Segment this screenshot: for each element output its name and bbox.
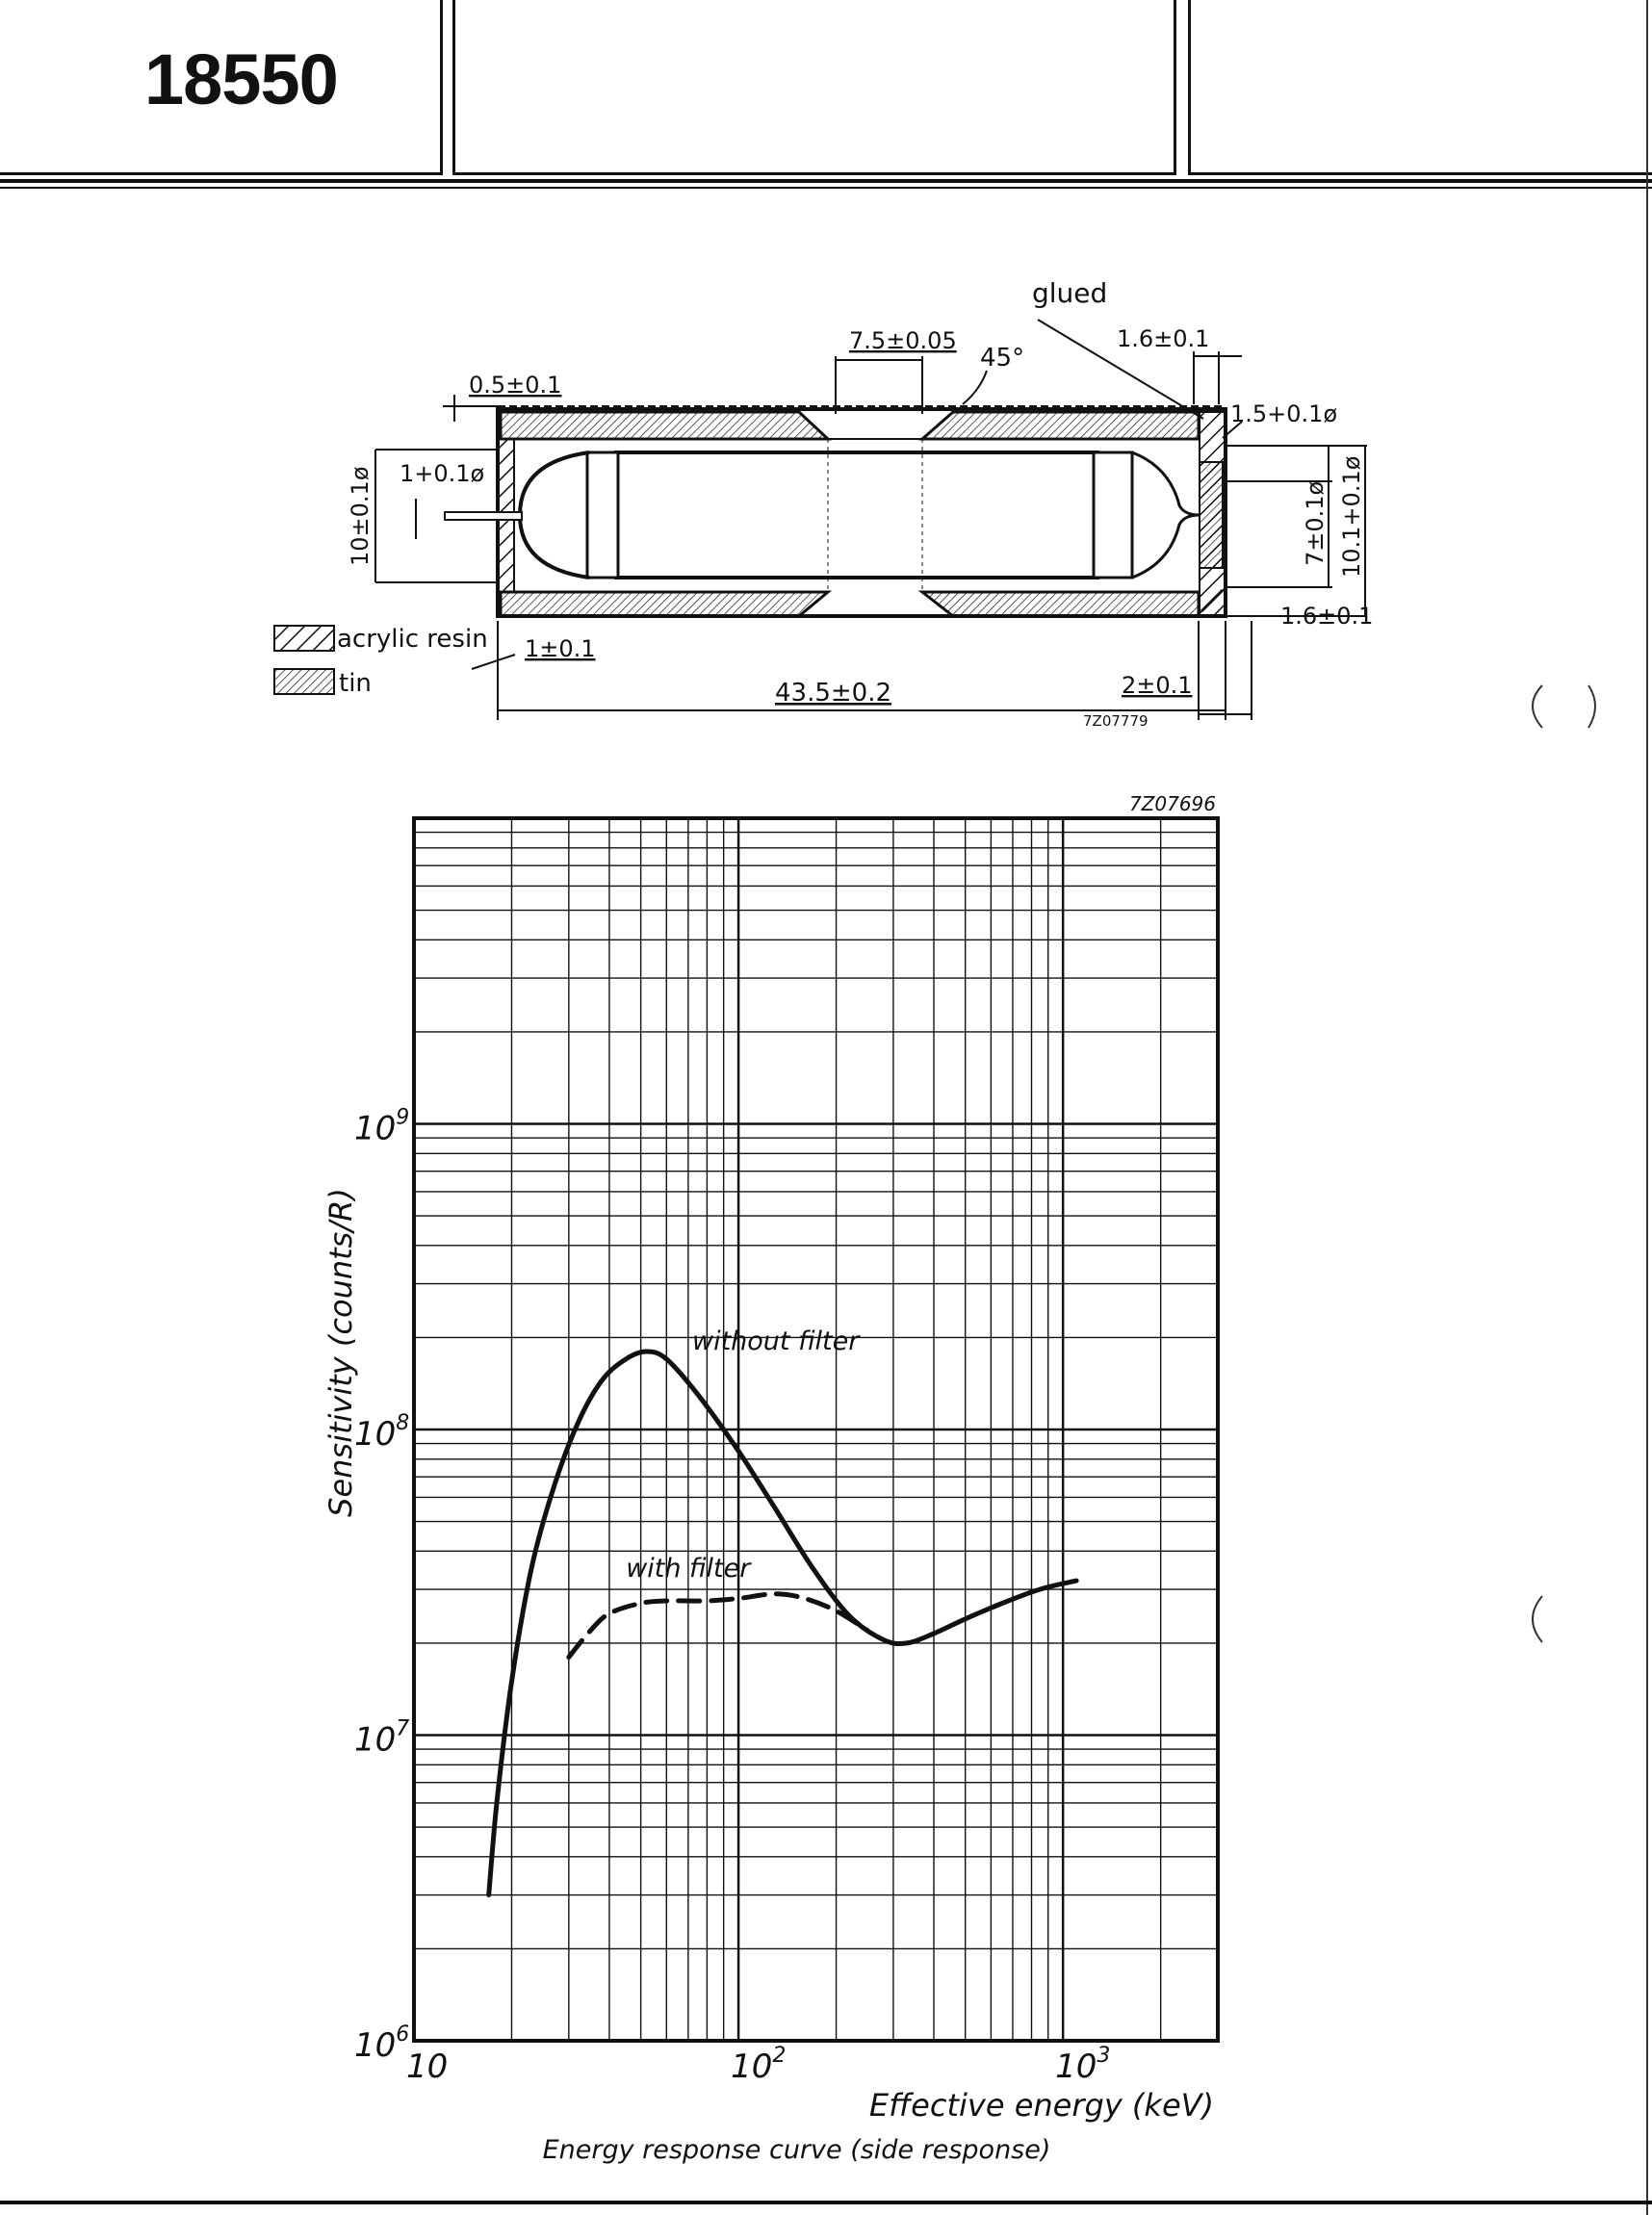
- chart-grid: [412, 816, 1219, 2043]
- dim-end: 2±0.1: [1122, 672, 1193, 699]
- bottom-wall-left: [499, 590, 833, 618]
- dim-bottom-left: 1±0.1: [525, 635, 596, 662]
- y-tick-label: 107: [354, 1717, 409, 1760]
- top-wall-right: [918, 410, 1200, 441]
- legend-tin-label: tin: [339, 669, 372, 698]
- dim-right-dia3: 10.1+0.1ø: [1338, 456, 1365, 578]
- plot-frame: [412, 816, 1220, 2043]
- dim-right-dia2: 7±0.1ø: [1302, 481, 1329, 566]
- left-pin: [444, 511, 523, 521]
- series-label-with-filter: with filter: [626, 1554, 752, 1584]
- dim-top-right: 1.6±0.1: [1117, 325, 1209, 352]
- legend-tin-swatch: [273, 668, 335, 695]
- page-title: 18550: [144, 39, 339, 119]
- header-rule-thin: [0, 187, 1652, 189]
- punch-hole-upper: [1532, 684, 1543, 729]
- dim-length: 43.5±0.2: [775, 679, 891, 708]
- header-box-left: [0, 0, 443, 175]
- chart-ticks: 10 102 103 106 107 108 109: [354, 1106, 1110, 2087]
- right-page-edge: [1646, 0, 1648, 2215]
- x-tick-label: 103: [1055, 2044, 1110, 2086]
- dim-pin-dia: 1+0.1ø: [400, 460, 484, 487]
- header-rule: [0, 179, 1652, 183]
- series-line-without-filter: [486, 1349, 1079, 1897]
- series-line-with-filter: [566, 1591, 870, 1660]
- dim-right-lower: 1.6±0.1: [1280, 603, 1373, 630]
- chart-curves: [486, 1349, 1079, 1897]
- punch-holes: [1532, 684, 1596, 1643]
- chart-ref: 7Z07696: [1129, 792, 1216, 815]
- bottom-rule: [0, 2201, 1652, 2204]
- y-tick-label: 108: [354, 1411, 409, 1454]
- drawing-ref: 7Z07779: [1083, 712, 1149, 730]
- bottom-wall-right: [917, 590, 1200, 618]
- legend-acrylic-label: acrylic resin: [337, 625, 488, 654]
- top-wall-left: [499, 410, 832, 441]
- dim-right-dia1: 1.5+0.1ø: [1230, 400, 1337, 427]
- energy-response-chart: 10 102 103 106 107 108 109 7Z07696 Sensitivity…: [323, 792, 1220, 2165]
- y-tick-label: 106: [354, 2022, 409, 2065]
- dim-angle: 45°: [980, 344, 1024, 373]
- chart-caption: Energy response curve (side response): [543, 2135, 1051, 2165]
- dim-wall: 0.5±0.1: [469, 372, 561, 399]
- dim-glued: glued: [1032, 277, 1107, 309]
- legend-acrylic-swatch: [273, 625, 335, 652]
- x-tick-label: 102: [731, 2044, 786, 2086]
- dim-left-dia: 10±0.1ø: [347, 467, 374, 567]
- header-box-right: [1188, 0, 1652, 175]
- series-label-without-filter: without filter: [692, 1326, 861, 1356]
- y-tick-label: 109: [354, 1106, 409, 1148]
- dim-top-opening: 7.5±0.05: [849, 327, 957, 354]
- x-tick-label: 10: [406, 2048, 448, 2086]
- header-box-middle: [452, 0, 1176, 175]
- inner-tube: [614, 451, 1099, 580]
- y-axis-label: Sensitivity (counts/R): [323, 1188, 359, 1517]
- punch-hole-lower: [1532, 1595, 1543, 1643]
- tube-drawing: glued 7.5±0.05 45° 1.6±0.1 0.5±0.1 1.5+0…: [273, 277, 1373, 730]
- x-axis-label: Effective energy (keV): [869, 2087, 1214, 2124]
